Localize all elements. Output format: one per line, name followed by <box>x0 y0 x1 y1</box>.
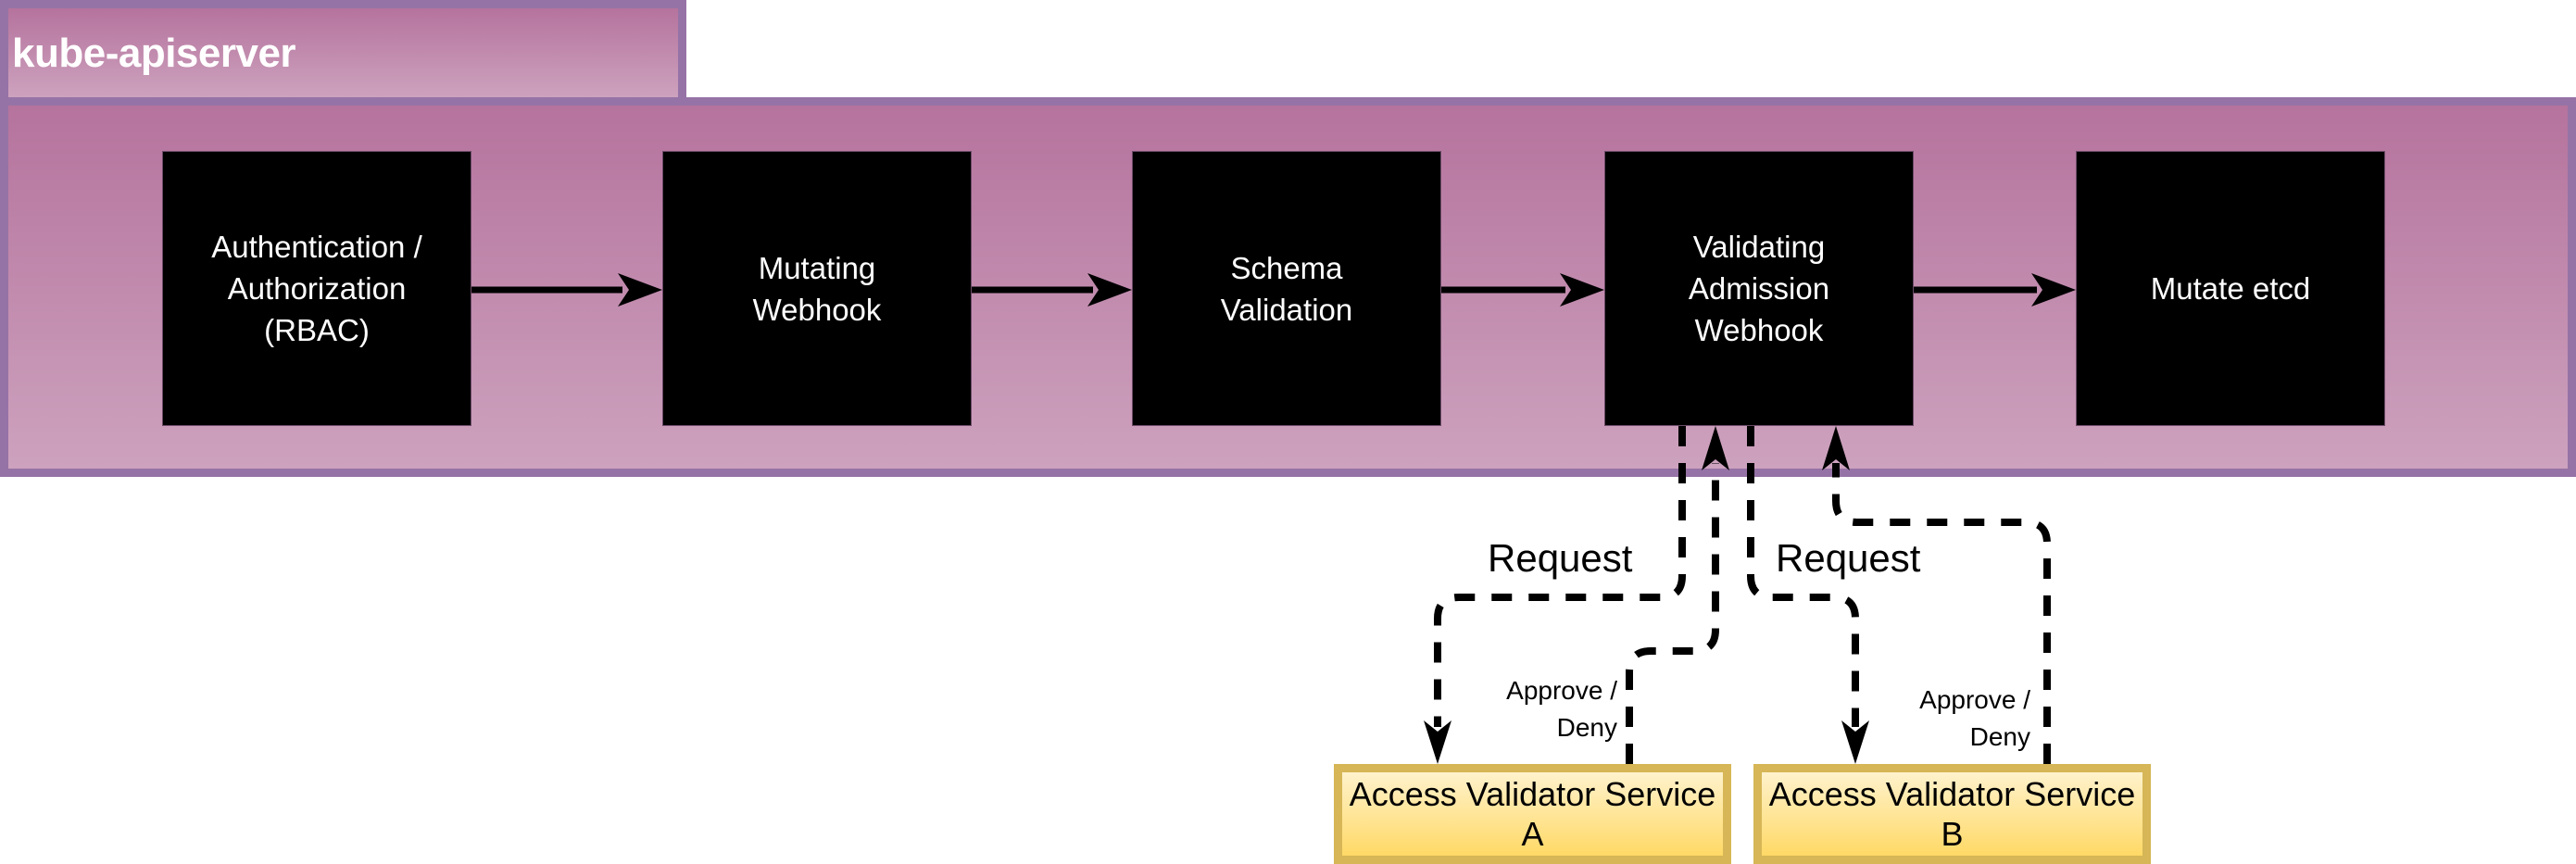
arrowhead-icon <box>1424 720 1451 764</box>
container-title: kube-apiserver <box>12 31 296 76</box>
edge-label-request-a: Request <box>1488 536 1633 580</box>
stage-schema-validation[interactable]: Schema Validation <box>1132 151 1441 426</box>
kube-apiserver-title-container: kube-apiserver <box>0 0 686 106</box>
stage-authentication-authorization[interactable]: Authentication / Authorization (RBAC) <box>162 151 471 426</box>
edge-label-approve-deny-b: Approve / Deny <box>1919 685 2030 751</box>
access-validator-service-b[interactable]: Access Validator Service B <box>1753 764 2151 864</box>
edge-label-request-b: Request <box>1776 536 1921 580</box>
stage-mutating-webhook[interactable]: Mutating Webhook <box>662 151 972 426</box>
arrowhead-icon <box>1841 720 1869 764</box>
edge-label-approve-deny-a: Approve / Deny <box>1506 676 1617 742</box>
stage-validating-admission-webhook[interactable]: Validating Admission Webhook <box>1604 151 1914 426</box>
stage-mutate-etcd[interactable]: Mutate etcd <box>2076 151 2385 426</box>
access-validator-service-a[interactable]: Access Validator Service A <box>1334 764 1731 864</box>
